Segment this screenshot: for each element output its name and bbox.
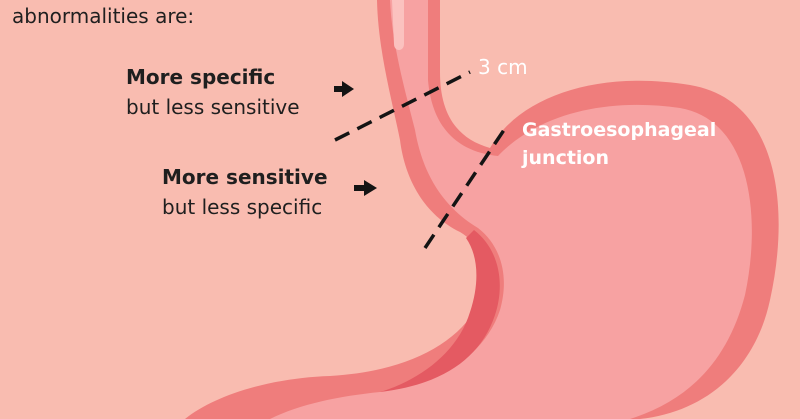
junction-label-line1: Gastroesophageal bbox=[522, 119, 717, 141]
stomach-shadow-ridge bbox=[380, 230, 500, 392]
specific-title: More specific bbox=[126, 65, 276, 89]
junction-label-line2: junction bbox=[522, 147, 610, 169]
sensitive-subtitle: but less specific bbox=[162, 195, 323, 219]
header-text: abnormalities are: bbox=[12, 4, 195, 28]
specific-subtitle: but less sensitive bbox=[126, 95, 300, 119]
right-arrow-icon bbox=[334, 81, 354, 97]
stomach-inner-lining bbox=[270, 0, 752, 419]
sensitive-title: More sensitive bbox=[162, 165, 328, 189]
dashed-line-upper bbox=[334, 70, 471, 142]
esophagus-highlight bbox=[392, 0, 404, 50]
right-arrow-icon bbox=[354, 180, 377, 196]
distance-label: 3 cm bbox=[478, 55, 528, 79]
